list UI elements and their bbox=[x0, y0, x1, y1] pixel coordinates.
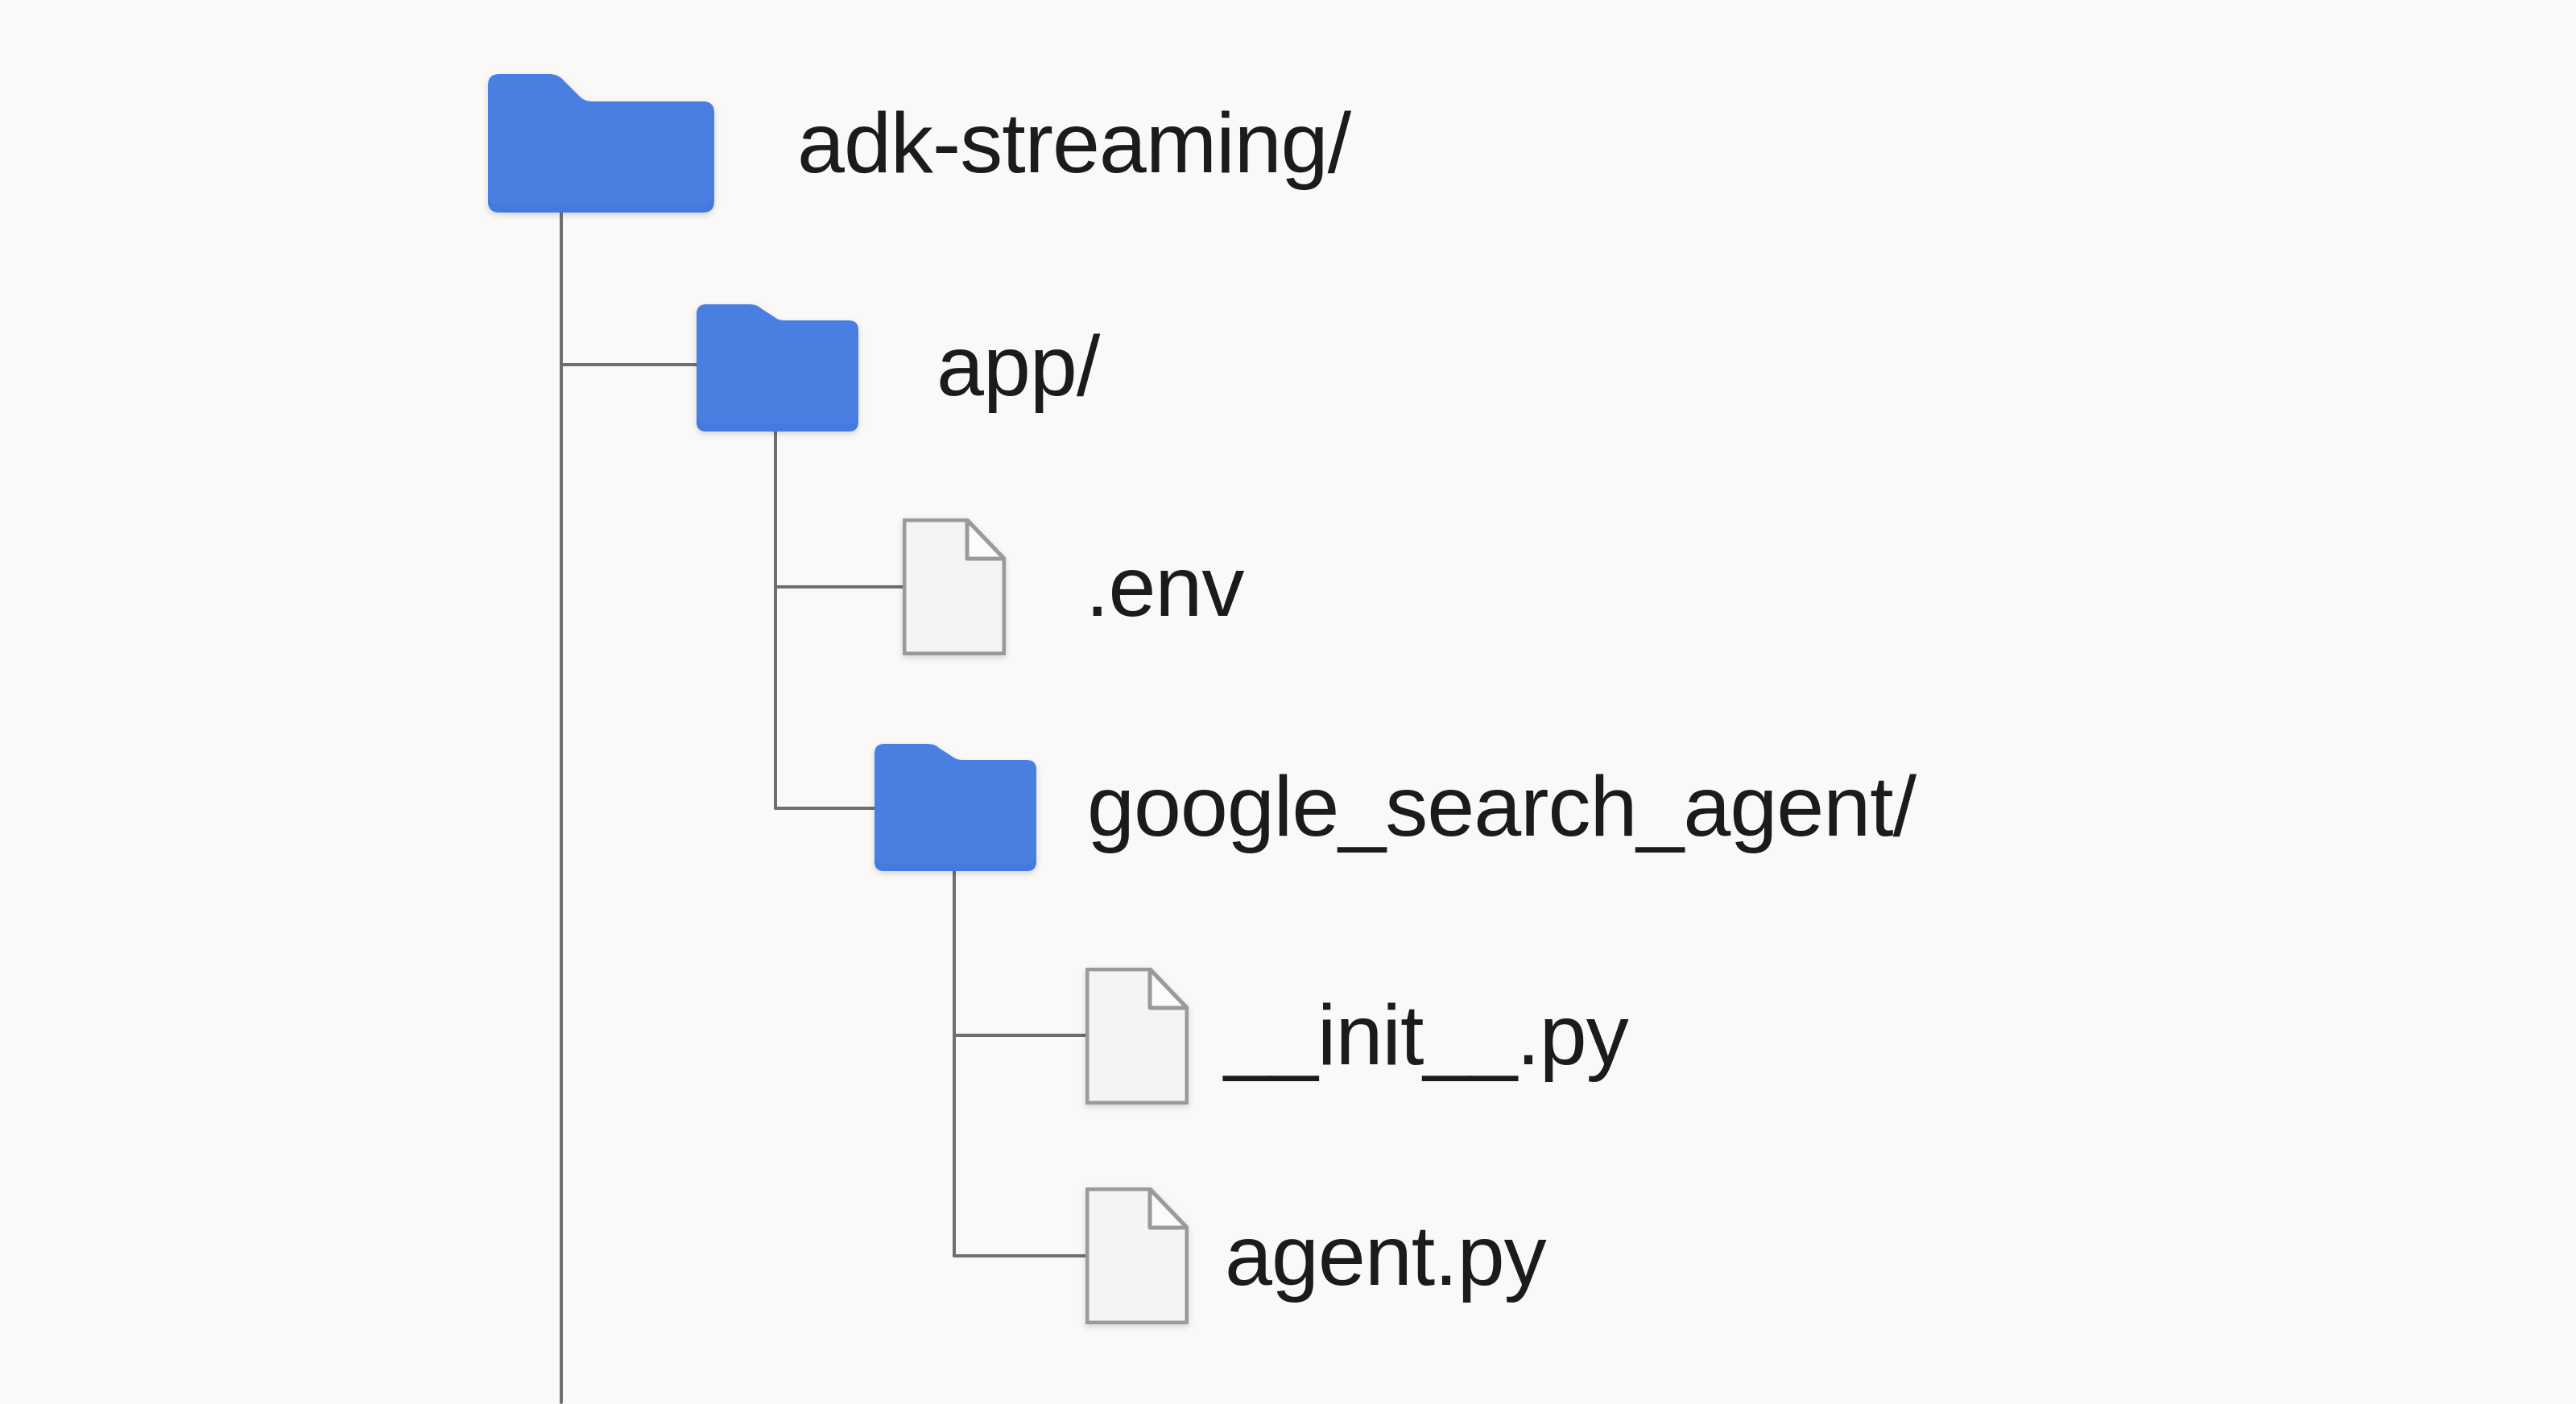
tree-node-label: app/ bbox=[937, 319, 1100, 414]
connector-branch-google-search-agent bbox=[774, 807, 879, 810]
connector-branch-app bbox=[560, 363, 700, 366]
file-icon bbox=[903, 518, 1006, 655]
folder-icon bbox=[875, 744, 1036, 871]
connector-branch-env bbox=[774, 585, 908, 588]
file-icon bbox=[1085, 968, 1189, 1105]
file-icon bbox=[1085, 1187, 1189, 1324]
tree-node-label: .env bbox=[1085, 539, 1244, 634]
tree-node-label: agent.py bbox=[1225, 1208, 1547, 1303]
connector-trunk-adk-streaming bbox=[560, 211, 563, 1404]
connector-branch-agent-py bbox=[953, 1254, 1090, 1257]
tree-node-label: __init__.py bbox=[1224, 988, 1629, 1083]
folder-icon bbox=[488, 74, 714, 213]
connector-branch-init-py bbox=[953, 1034, 1090, 1037]
tree-node-label: google_search_agent/ bbox=[1087, 759, 1916, 854]
connector-trunk-app bbox=[774, 429, 777, 810]
connector-trunk-google-search-agent bbox=[953, 869, 956, 1257]
tree-node-label: adk-streaming/ bbox=[797, 96, 1351, 191]
folder-icon bbox=[697, 304, 858, 432]
